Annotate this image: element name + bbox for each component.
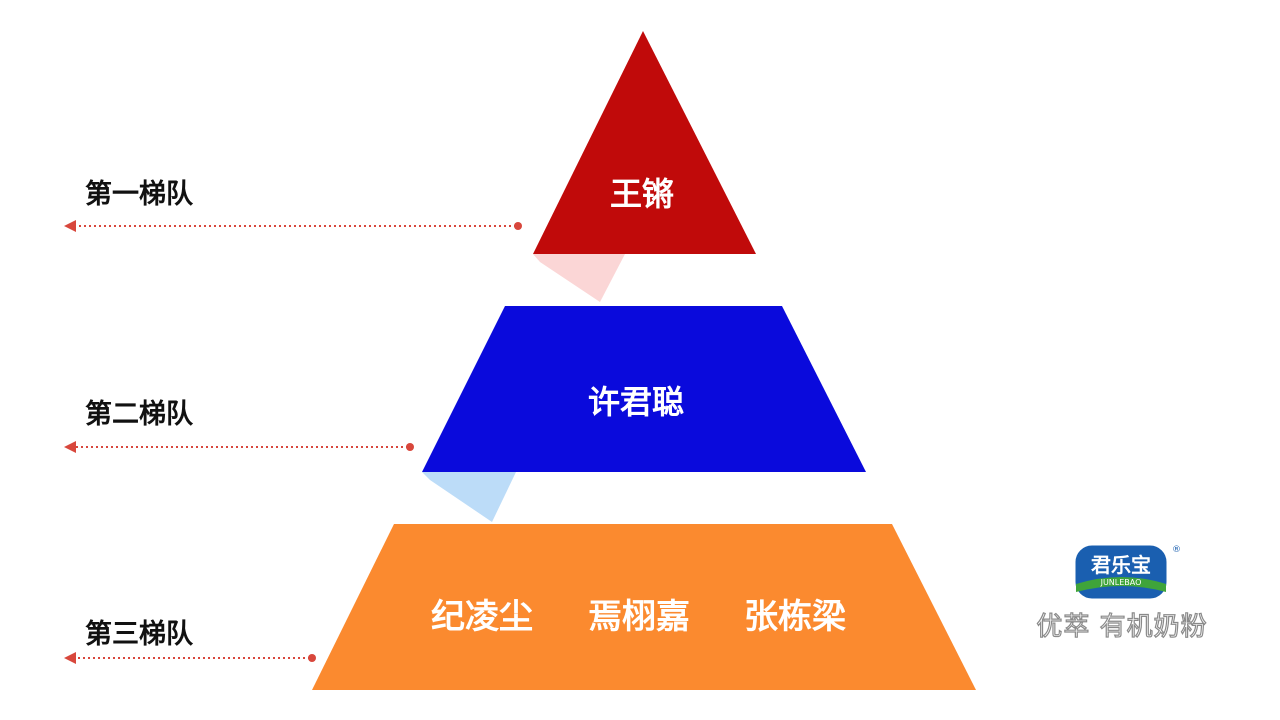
tier-2-label: 第二梯队 bbox=[85, 398, 194, 430]
tier-3-member-name-2: 焉栩嘉 bbox=[588, 597, 690, 637]
tier-3-label: 第三梯队 bbox=[85, 618, 194, 650]
tier-1-arrow bbox=[64, 220, 522, 232]
tier-1-member-name: 王锵 bbox=[610, 175, 674, 213]
brand-badge-icon: 君乐宝 JUNLEBAO ® bbox=[1072, 542, 1181, 602]
tier-1-shadow bbox=[533, 254, 625, 302]
brand-name-latin: JUNLEBAO bbox=[1100, 578, 1142, 587]
registered-mark: ® bbox=[1172, 545, 1181, 555]
brand-slogan: 优萃 有机奶粉 bbox=[1036, 611, 1208, 642]
brand-logo: 君乐宝 JUNLEBAO ® 优萃 有机奶粉 bbox=[1022, 540, 1222, 650]
tier-2-trapezoid bbox=[422, 306, 866, 472]
tier-2-arrow bbox=[64, 441, 414, 453]
tier-2-shadow bbox=[422, 472, 516, 522]
tier-3-trapezoid bbox=[312, 524, 976, 690]
brand-name: 君乐宝 bbox=[1091, 553, 1151, 577]
tier-3-member-name-3: 张栋梁 bbox=[744, 597, 846, 637]
tier-3-member-name-1: 纪凌尘 bbox=[431, 597, 533, 637]
tier-1-label: 第一梯队 bbox=[85, 178, 194, 210]
tier-3-arrow bbox=[64, 652, 316, 664]
tier-2-member-name: 许君聪 bbox=[588, 383, 684, 421]
tier-1-triangle bbox=[533, 31, 756, 254]
